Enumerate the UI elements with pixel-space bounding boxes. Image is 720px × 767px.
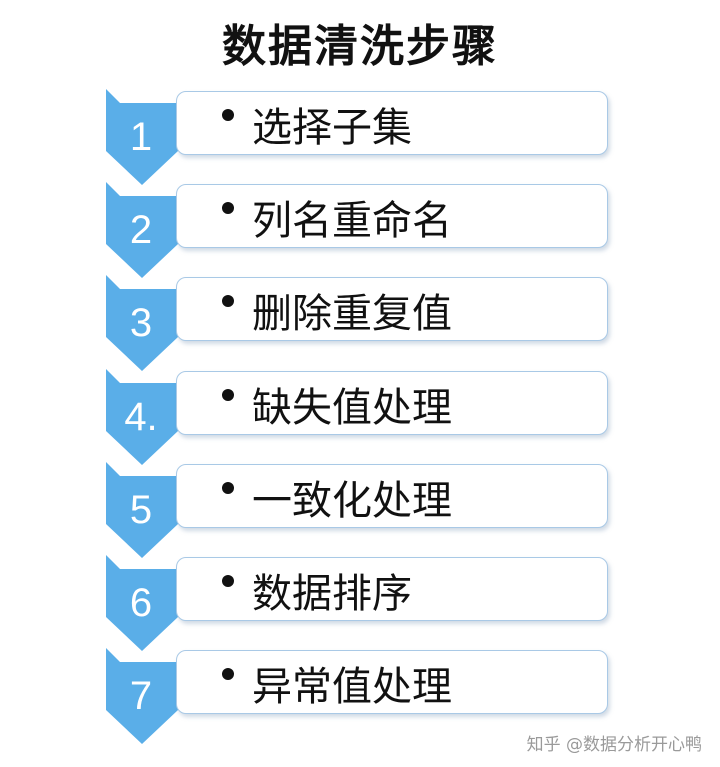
chevron-shape bbox=[106, 182, 198, 282]
chevron-shape bbox=[106, 648, 198, 748]
step-item: 3 删除重复值 bbox=[0, 275, 720, 375]
step-item: 2 列名重命名 bbox=[0, 182, 720, 282]
diagram-title: 数据清洗步骤 bbox=[222, 21, 498, 72]
step-number: 3 bbox=[129, 301, 153, 345]
step-box bbox=[176, 371, 608, 435]
step-box bbox=[176, 464, 608, 528]
bullet-icon bbox=[222, 575, 234, 587]
watermark: 知乎 @数据分析开心鸭 bbox=[526, 735, 702, 755]
bullet-icon bbox=[222, 389, 234, 401]
step-item: 1 选择子集 bbox=[0, 89, 720, 189]
step-number: 4. bbox=[124, 395, 158, 439]
step-box bbox=[176, 557, 608, 621]
step-box bbox=[176, 91, 608, 155]
chevron-shape bbox=[106, 555, 198, 655]
bullet-icon bbox=[222, 202, 234, 214]
chevron-shape bbox=[106, 462, 198, 562]
step-item: 5 一致化处理 bbox=[0, 462, 720, 562]
chevron-shape bbox=[106, 369, 198, 469]
bullet-icon bbox=[222, 295, 234, 307]
step-box bbox=[176, 184, 608, 248]
step-item: 6 数据排序 bbox=[0, 555, 720, 655]
step-label: 列名重命名 bbox=[252, 198, 452, 244]
step-item: 4. 缺失值处理 bbox=[0, 369, 720, 469]
step-label: 缺失值处理 bbox=[252, 385, 452, 431]
step-box bbox=[176, 650, 608, 714]
step-number: 2 bbox=[129, 208, 153, 252]
step-label: 数据排序 bbox=[252, 571, 412, 617]
step-box bbox=[176, 277, 608, 341]
chevron-shape bbox=[106, 89, 198, 189]
step-label: 删除重复值 bbox=[252, 291, 452, 337]
step-label: 异常值处理 bbox=[252, 664, 452, 710]
chevron-shape bbox=[106, 275, 198, 375]
step-label: 一致化处理 bbox=[252, 478, 452, 524]
bullet-icon bbox=[222, 668, 234, 680]
step-item: 7 异常值处理 bbox=[0, 648, 720, 748]
step-number: 7 bbox=[129, 674, 153, 718]
step-number: 5 bbox=[129, 488, 153, 532]
step-number: 6 bbox=[129, 581, 153, 625]
step-number: 1 bbox=[129, 115, 153, 159]
step-label: 选择子集 bbox=[252, 105, 412, 151]
bullet-icon bbox=[222, 482, 234, 494]
bullet-icon bbox=[222, 109, 234, 121]
